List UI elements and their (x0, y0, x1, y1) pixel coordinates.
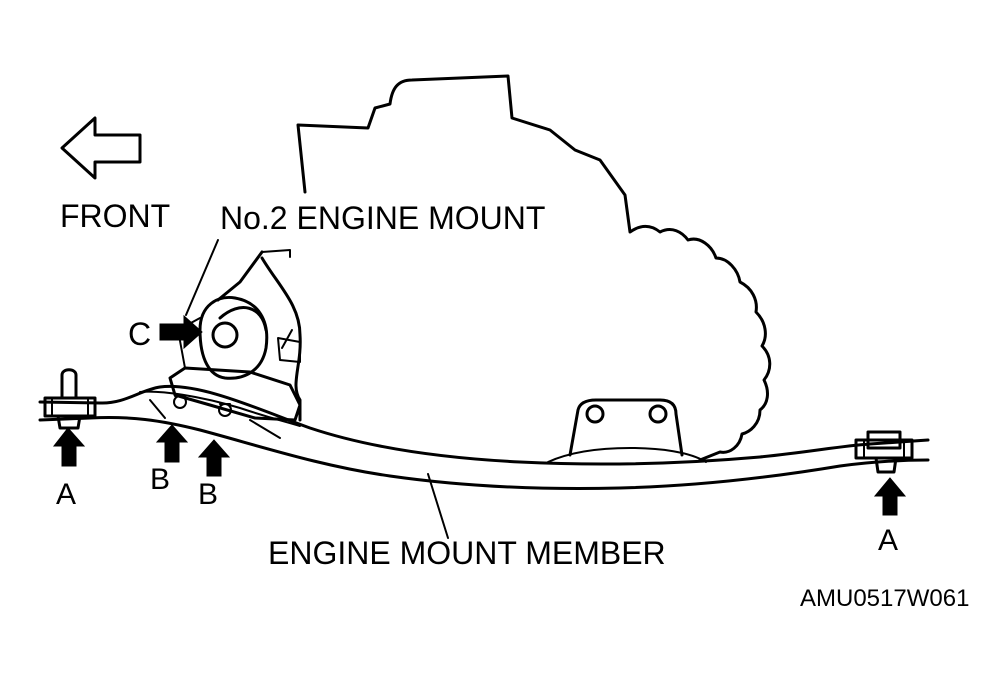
pointer-arrow-b1-icon (155, 424, 189, 463)
pointer-b1-label: B (150, 463, 171, 496)
rear-bracket (547, 398, 707, 463)
front-direction-arrow-icon (60, 116, 142, 180)
front-bolt (43, 368, 97, 430)
pointer-a-front-label: A (56, 478, 77, 511)
pointer-arrow-b2-icon (197, 439, 231, 477)
pointer-arrow-a-front-icon (52, 427, 86, 467)
pointer-c-label: C (128, 316, 152, 352)
pointer-b2-label: B (198, 478, 219, 511)
rear-bolt (854, 430, 914, 474)
member-leader-line (427, 473, 449, 539)
pointer-arrow-a-rear-icon (873, 477, 907, 516)
engine-outline (216, 74, 772, 462)
mount-leader-line (185, 239, 219, 316)
figure-code: AMU0517W061 (800, 585, 970, 612)
engine-mount-label: No.2 ENGINE MOUNT (220, 200, 546, 236)
pointer-a-rear-label: A (878, 524, 899, 557)
engine-mount-member (38, 384, 930, 490)
member-label: ENGINE MOUNT MEMBER (268, 535, 666, 571)
pointer-arrow-c-icon (159, 314, 203, 350)
front-label: FRONT (60, 198, 171, 234)
